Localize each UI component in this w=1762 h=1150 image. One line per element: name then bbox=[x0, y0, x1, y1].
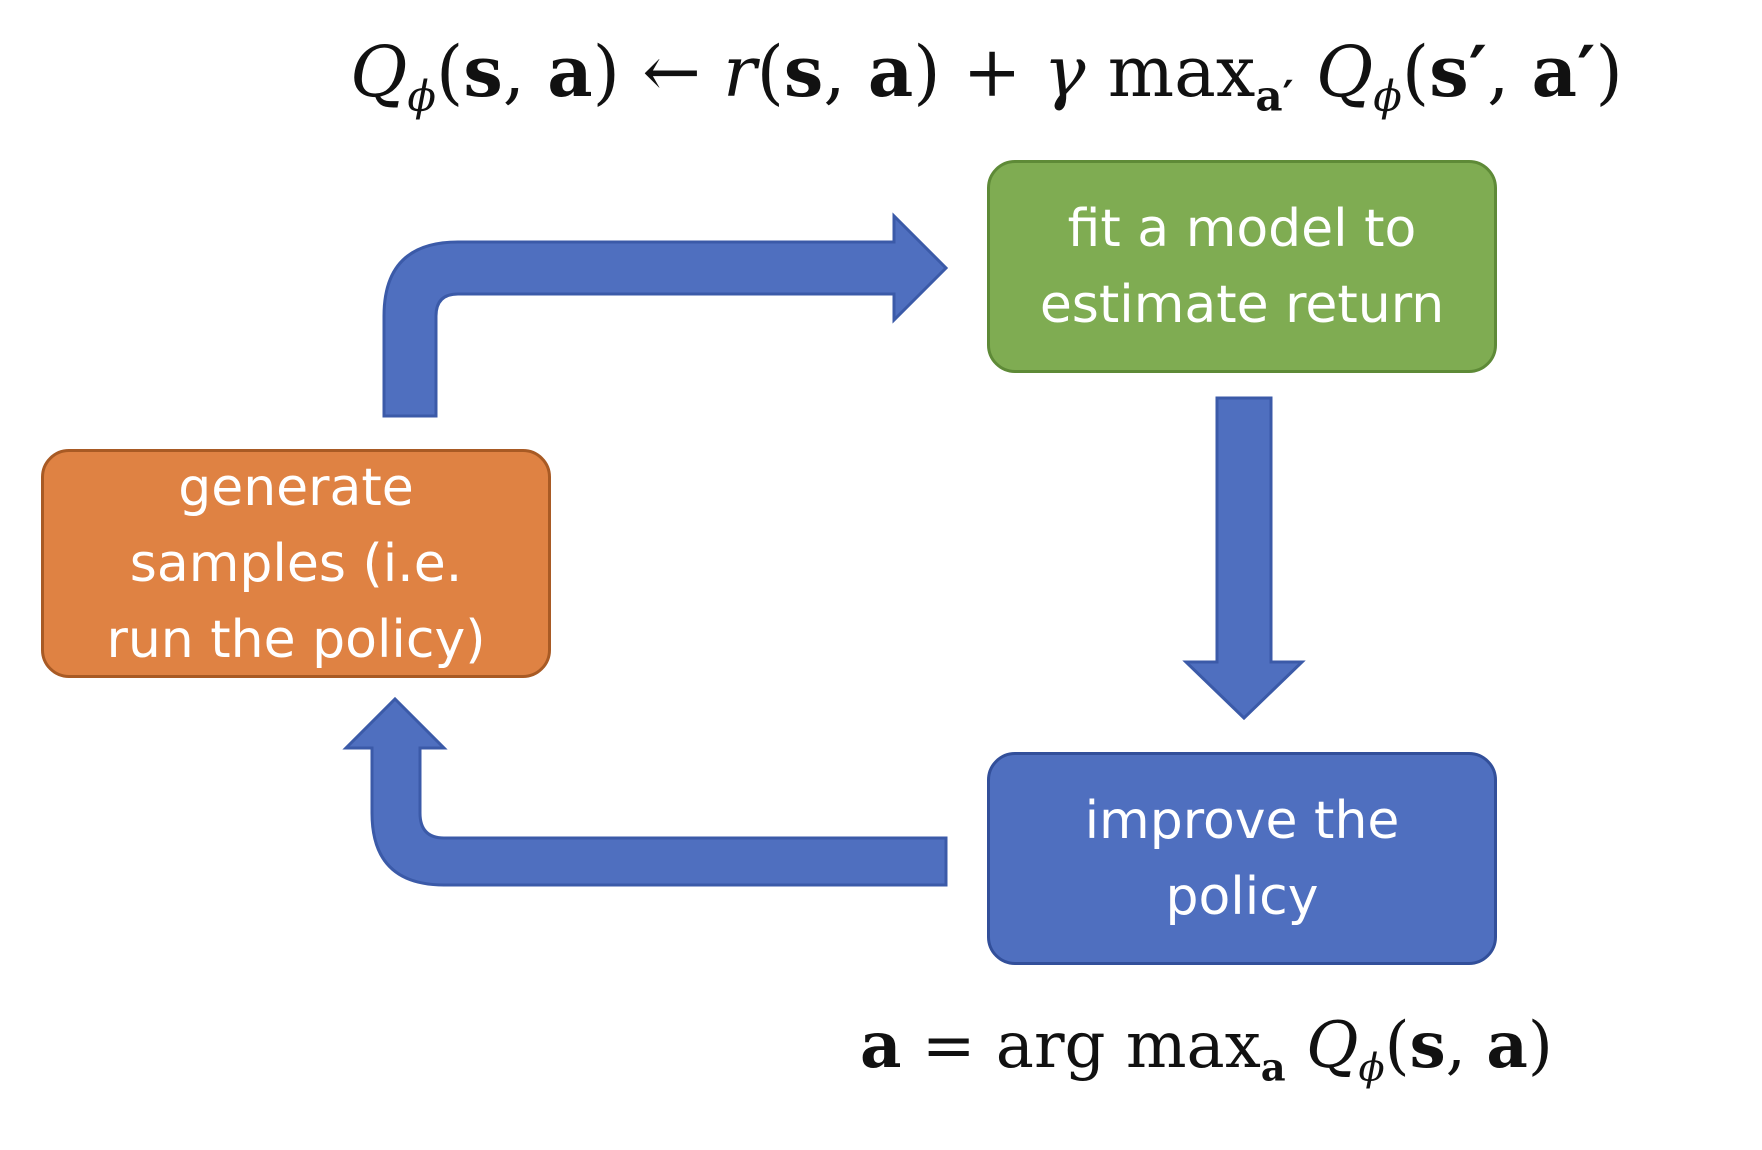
plus-sign: + bbox=[940, 31, 1044, 113]
phi-subscript: ϕ bbox=[407, 71, 437, 121]
open-paren-next: ( bbox=[1401, 31, 1430, 113]
assign-arrow: ← bbox=[619, 31, 724, 113]
arrow-fit-to-improve bbox=[1182, 396, 1306, 721]
q-update-formula: Qϕ(s, a) ← r(s, a) + γ maxa′ Qϕ(s′, a′) bbox=[350, 30, 1623, 139]
box-fit-text: fit a model to estimate return bbox=[1040, 191, 1444, 343]
box-improve-line-1: improve the bbox=[1084, 790, 1400, 851]
close-paren-next: ) bbox=[1595, 31, 1623, 113]
close-paren: ) bbox=[592, 31, 620, 113]
next-state-symbol: s′ bbox=[1429, 30, 1488, 113]
next-action-symbol: a′ bbox=[1531, 30, 1596, 113]
box-generate-text: generate samples (i.e. run the policy) bbox=[106, 450, 485, 678]
q-symbol: Q bbox=[1285, 1009, 1359, 1083]
close-paren: ) bbox=[913, 31, 941, 113]
action-symbol: a bbox=[867, 30, 914, 113]
open-paren: ( bbox=[756, 31, 784, 113]
box-generate-samples: generate samples (i.e. run the policy) bbox=[41, 449, 551, 678]
comma: , bbox=[823, 31, 868, 113]
policy-argmax-formula: a = arg maxa Qϕ(s, a) bbox=[860, 1006, 1553, 1108]
box-generate-line-2: samples (i.e. bbox=[129, 533, 463, 594]
comma-next: , bbox=[1487, 31, 1532, 113]
box-fit-line-2: estimate return bbox=[1039, 274, 1445, 335]
state-symbol: s bbox=[463, 30, 503, 113]
arrow-improve-to-generate bbox=[342, 696, 948, 887]
comma: , bbox=[502, 31, 548, 113]
state-symbol: s bbox=[1409, 1008, 1446, 1083]
max-operator: max bbox=[1085, 31, 1256, 113]
open-paren: ( bbox=[436, 31, 464, 113]
action-symbol: a bbox=[547, 30, 593, 113]
equals-argmax: = arg max bbox=[901, 1009, 1261, 1083]
arrow-generate-to-fit bbox=[382, 212, 949, 418]
action-symbol-arg: a bbox=[1486, 1008, 1528, 1083]
phi-subscript: ϕ bbox=[1358, 1045, 1385, 1091]
q-symbol: Q bbox=[350, 31, 408, 113]
box-generate-line-1: generate bbox=[178, 457, 414, 518]
close-paren: ) bbox=[1527, 1009, 1553, 1083]
box-fit-model: fit a model to estimate return bbox=[987, 160, 1497, 373]
argmax-subscript: a bbox=[1260, 1045, 1286, 1091]
box-improve-policy: improve the policy bbox=[987, 752, 1497, 965]
gamma-symbol: γ bbox=[1043, 31, 1086, 113]
box-fit-line-1: fit a model to bbox=[1067, 198, 1417, 259]
open-paren: ( bbox=[1384, 1009, 1410, 1083]
state-symbol: s bbox=[783, 30, 824, 113]
q-symbol-next: Q bbox=[1293, 31, 1374, 113]
max-subscript: a′ bbox=[1255, 71, 1294, 121]
box-generate-line-3: run the policy) bbox=[106, 609, 486, 670]
box-improve-line-2: policy bbox=[1165, 866, 1319, 927]
comma: , bbox=[1445, 1009, 1487, 1083]
box-improve-text: improve the policy bbox=[1085, 783, 1400, 935]
reward-symbol: r bbox=[723, 31, 757, 113]
phi-subscript-next: ϕ bbox=[1373, 71, 1402, 121]
action-symbol: a bbox=[860, 1008, 902, 1083]
